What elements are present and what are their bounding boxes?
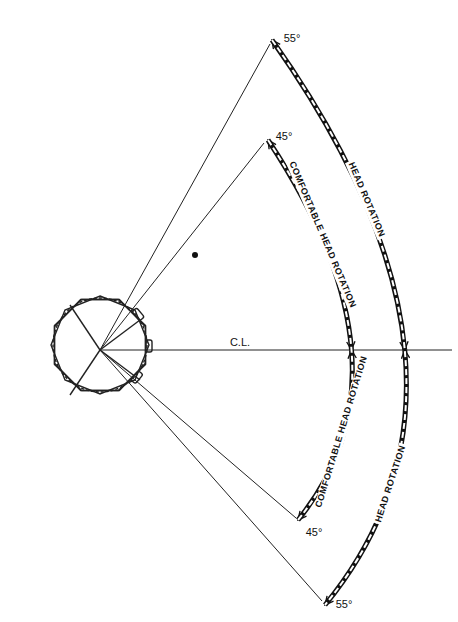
rotation-arcs [268, 40, 406, 605]
angle-label: 45° [274, 130, 295, 142]
arc-label: COMFORTABLE HEAD ROTATION [314, 353, 371, 511]
center-line [100, 350, 452, 351]
dot [192, 252, 198, 258]
angle-label: 55° [282, 32, 303, 44]
arc-label: HEAD ROTATION [345, 159, 387, 240]
head-top-view [36, 281, 164, 409]
angle-label: 55° [334, 598, 355, 610]
arc-label: COMFORTABLE HEAD ROTATION [286, 158, 358, 311]
arc-label: HEAD ROTATION [373, 442, 408, 525]
center-line-label: C.L. [228, 336, 252, 348]
angle-label: 45° [304, 526, 325, 538]
